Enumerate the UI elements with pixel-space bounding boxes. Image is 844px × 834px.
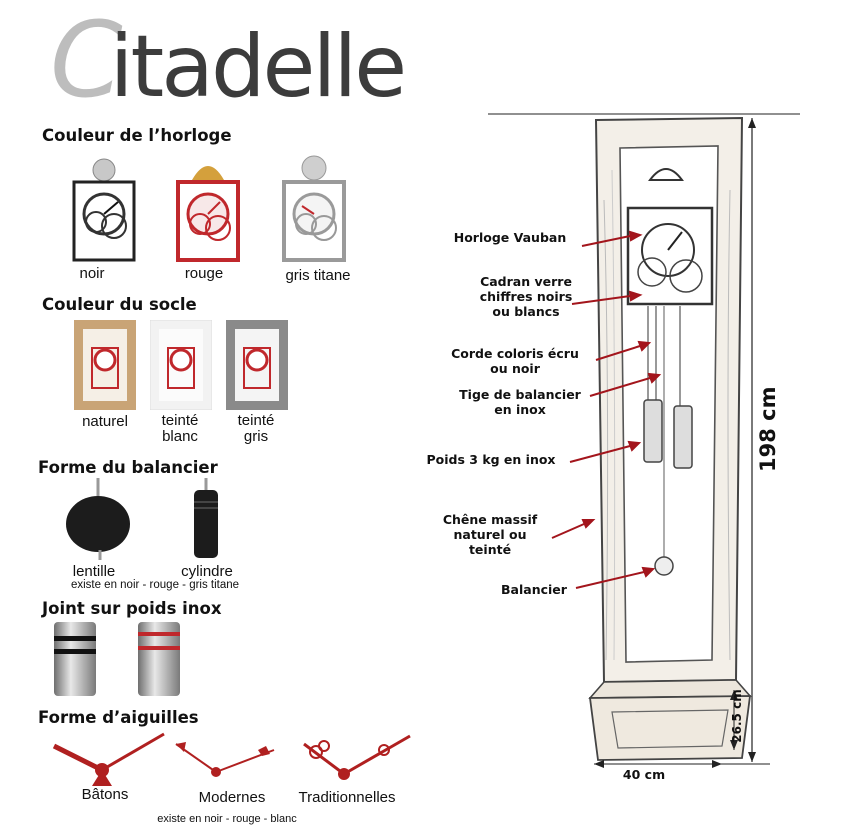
base-label-teinte-blanc: teinté blanc xyxy=(150,413,210,445)
callout-cadran-line1: Cadran verre xyxy=(480,274,572,289)
weight-joint-black-image[interactable] xyxy=(52,622,98,696)
clock-thumb-rouge[interactable] xyxy=(170,152,246,264)
callout-horloge-vauban: Horloge Vauban xyxy=(453,230,567,245)
hands-color-note: existe en noir - rouge - blanc xyxy=(157,813,297,825)
hands-batons-image[interactable] xyxy=(52,732,166,788)
callout-corde: Corde coloris écru ou noir xyxy=(430,346,600,376)
pendulum-lentille-image[interactable] xyxy=(60,478,140,560)
callout-cadran-line3: ou blancs xyxy=(492,304,560,319)
hands-label-modernes: Modernes xyxy=(198,789,266,806)
callout-chene-line3: teinté xyxy=(468,542,512,557)
clock-case-diagram xyxy=(480,100,844,790)
section-title-clock-color: Couleur de l’horloge xyxy=(42,126,232,145)
callout-chene: Chêne massif naturel ou teinté xyxy=(430,512,550,557)
base-label-teinte-blanc-line2: blanc xyxy=(162,428,198,445)
clock-label-gris-titane: gris titane xyxy=(285,267,351,284)
pendulum-label-lentille: lentille xyxy=(72,563,116,580)
section-title-weight-joint: Joint sur poids inox xyxy=(42,599,222,618)
callout-tige-line2: en inox xyxy=(494,402,546,417)
callout-cadran: Cadran verre chiffres noirs ou blancs xyxy=(456,274,596,319)
dimension-height-label: 198 cm xyxy=(756,386,780,472)
hands-traditionnelles-image[interactable] xyxy=(298,734,412,784)
callout-cadran-line2: chiffres noirs xyxy=(479,289,573,304)
callout-chene-line2: naturel ou xyxy=(453,527,527,542)
base-label-teinte-gris: teinté gris xyxy=(226,413,286,445)
brand-logo-initial: C xyxy=(50,0,123,121)
hands-label-traditionnelles: Traditionnelles xyxy=(298,789,396,806)
callout-chene-line1: Chêne massif xyxy=(442,512,538,527)
base-thumb-naturel[interactable] xyxy=(74,320,136,410)
clock-thumb-noir[interactable] xyxy=(66,152,142,264)
brand-logo: Citadelle xyxy=(50,8,407,112)
brand-logo-text: itadelle xyxy=(109,17,408,117)
base-label-naturel: naturel xyxy=(82,413,128,430)
base-label-teinte-blanc-line1: teinté xyxy=(161,412,199,429)
callout-corde-line1: Corde coloris écru xyxy=(451,346,579,361)
dimension-width-label: 40 cm xyxy=(622,767,666,782)
clock-thumb-gris-titane[interactable] xyxy=(276,152,352,264)
section-title-hands-shape: Forme d’aiguilles xyxy=(38,708,199,727)
section-title-base-color: Couleur du socle xyxy=(42,295,197,314)
section-title-pendulum-shape: Forme du balancier xyxy=(38,458,218,477)
hands-label-batons: Bâtons xyxy=(81,786,129,803)
callout-poids: Poids 3 kg en inox xyxy=(426,452,556,467)
callout-corde-line2: ou noir xyxy=(490,361,540,376)
clock-label-noir: noir xyxy=(79,265,105,282)
dimension-base-height-label: 26.5 cm xyxy=(730,689,744,743)
weight-joint-red-image[interactable] xyxy=(136,622,182,696)
base-label-teinte-gris-line1: teinté xyxy=(237,412,275,429)
base-thumb-teinte-blanc[interactable] xyxy=(150,320,212,410)
pendulum-label-cylindre: cylindre xyxy=(181,563,233,580)
base-thumb-teinte-gris[interactable] xyxy=(226,320,288,410)
callout-tige-line1: Tige de balancier xyxy=(459,387,581,402)
callout-tige: Tige de balancier en inox xyxy=(436,387,604,417)
base-label-teinte-gris-line2: gris xyxy=(243,428,269,445)
pendulum-color-note: existe en noir - rouge - gris titane xyxy=(70,579,240,591)
hands-modernes-image[interactable] xyxy=(172,738,276,782)
pendulum-cylindre-image[interactable] xyxy=(186,478,226,562)
callout-balancier: Balancier xyxy=(501,582,567,597)
clock-label-rouge: rouge xyxy=(184,265,224,282)
